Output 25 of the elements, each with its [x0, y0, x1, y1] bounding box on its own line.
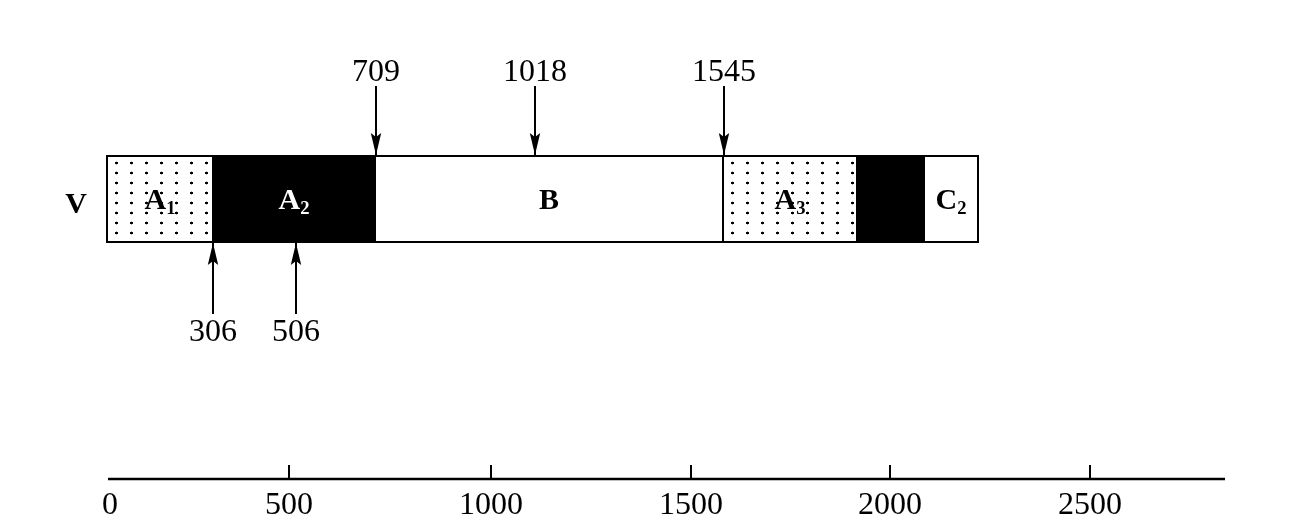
- genome-bar: [106, 155, 979, 243]
- position-number: 506: [272, 314, 320, 346]
- solid-segment: [212, 157, 376, 241]
- arrow: [370, 85, 382, 156]
- position-number: 709: [352, 54, 400, 86]
- arrow: [207, 242, 219, 315]
- axis-tick-label: 500: [265, 487, 313, 519]
- arrow: [290, 242, 302, 315]
- segment-label: A$_{2}$: [278, 184, 310, 214]
- axis-tick-label: 1000: [459, 487, 523, 519]
- segment-label: B: [539, 184, 559, 214]
- arrow: [529, 85, 541, 156]
- position-number: 1018: [503, 54, 567, 86]
- axis-tick-label: 2500: [1058, 487, 1122, 519]
- axis-tick-label: 0: [102, 487, 118, 519]
- segment-label: A$_{1}$: [144, 184, 176, 214]
- arrow: [718, 85, 730, 156]
- bar-label: V: [65, 188, 87, 218]
- position-number: 306: [189, 314, 237, 346]
- axis-tick-label: 2000: [858, 487, 922, 519]
- segment-label: A$_{3}$: [774, 184, 806, 214]
- solid-segment: [856, 157, 925, 241]
- axis-tick-label: 1500: [659, 487, 723, 519]
- segment-label: C$_{2}$: [935, 184, 967, 214]
- position-number: 1545: [692, 54, 756, 86]
